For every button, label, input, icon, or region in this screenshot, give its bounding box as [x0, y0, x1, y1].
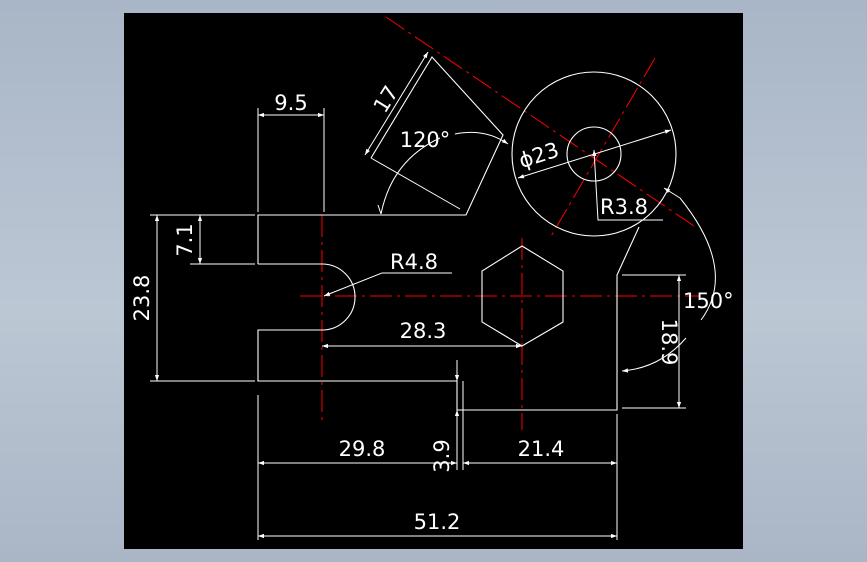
dim-28-3-text: 28.3	[400, 319, 447, 343]
dim-51-2-text: 51.2	[414, 510, 461, 534]
part-geometry	[257, 56, 677, 411]
dim-21-4-text: 21.4	[518, 437, 565, 461]
dim-29-8-text: 29.8	[339, 437, 386, 461]
angle-120-text: 120°	[400, 128, 451, 152]
dim-9-5-text: 9.5	[274, 91, 307, 115]
dim-23-8-text: 23.8	[130, 275, 154, 322]
angle-150-text: 150°	[683, 289, 734, 313]
dimension-lines	[150, 51, 716, 540]
dim-7-1-text: 7.1	[173, 223, 197, 256]
cad-drawing: 9.5 17 120° ϕ23 R3.8 7.1 23.8 R4.8 28.3 …	[130, 16, 734, 540]
center-lines	[300, 16, 700, 430]
dim-3-9-text: 3.9	[430, 439, 454, 472]
dim-17-text: 17	[369, 82, 404, 117]
dimension-texts: 9.5 17 120° ϕ23 R3.8 7.1 23.8 R4.8 28.3 …	[130, 82, 734, 534]
slot-arc-r4-8	[321, 263, 356, 331]
dim-r3-8-text: R3.8	[600, 195, 648, 219]
circle-phi23	[511, 71, 677, 237]
dim-phi23-text: ϕ23	[516, 138, 562, 173]
dim-r4-8-text: R4.8	[390, 250, 438, 274]
cad-drawing-canvas[interactable]: 9.5 17 120° ϕ23 R3.8 7.1 23.8 R4.8 28.3 …	[124, 13, 743, 549]
centerline-circle-diagonal	[385, 16, 695, 227]
dim-18-9-text: 18.9	[657, 319, 681, 366]
part-outline-lower	[257, 226, 640, 411]
